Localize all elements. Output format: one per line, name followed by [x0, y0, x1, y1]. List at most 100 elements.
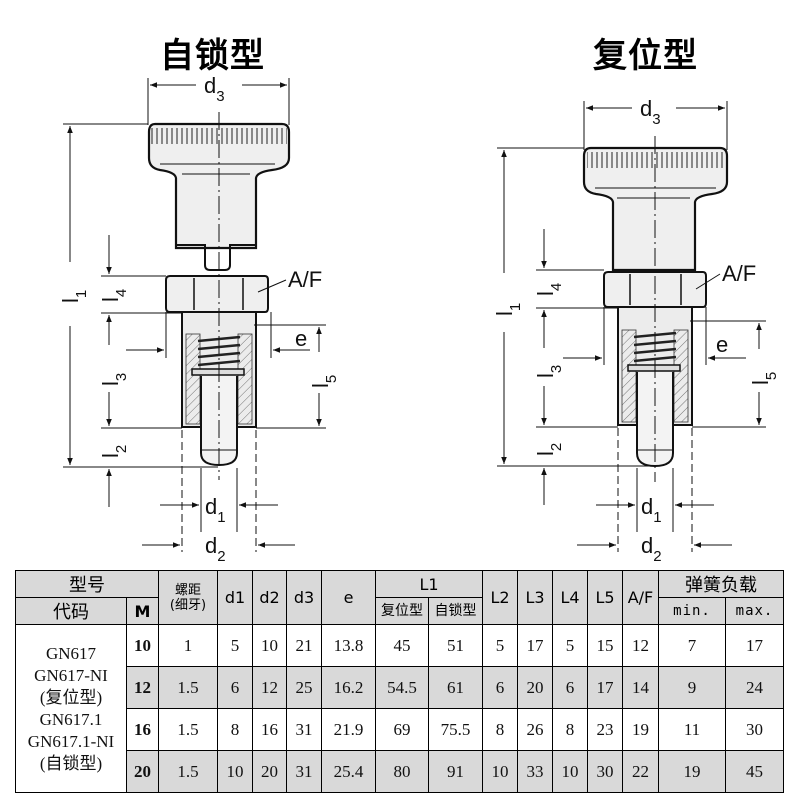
header-pitch: 螺距(细牙) [158, 570, 218, 625]
svg-text:l5: l5 [748, 372, 780, 385]
cell-min: 7 [658, 624, 726, 667]
cell-l2: 8 [482, 708, 518, 751]
cell-l3: 33 [517, 750, 553, 793]
table-row: GN617 GN617-NI (复位型) GN617.1 GN617.1-NI … [15, 624, 784, 793]
cell-min: 9 [658, 666, 726, 709]
cell-m: 20 [126, 750, 159, 793]
svg-text:l2: l2 [98, 445, 130, 458]
cell-e: 21.9 [321, 708, 376, 751]
cell-max: 24 [725, 666, 784, 709]
svg-text:l4: l4 [98, 289, 130, 302]
cell-l4: 10 [552, 750, 588, 793]
cell-max: 17 [725, 624, 784, 667]
cell-e: 25.4 [321, 750, 376, 793]
cell-l5: 15 [587, 624, 623, 667]
header-l1-lock: 自锁型 [428, 597, 483, 625]
svg-text:A/F: A/F [722, 261, 756, 286]
cell-l3: 17 [517, 624, 553, 667]
cell-pitch: 1.5 [158, 708, 218, 751]
cell-d2: 12 [252, 666, 287, 709]
svg-text:A/F: A/F [288, 267, 322, 292]
spec-table: 型号 螺距(细牙) d1 d2 d3 e L1 L2 L3 L4 L5 A/F … [15, 570, 784, 793]
cell-d1: 5 [217, 624, 253, 667]
cell-pitch: 1.5 [158, 750, 218, 793]
cell-d3: 21 [286, 624, 322, 667]
header-d3: d3 [286, 570, 322, 625]
svg-text:d1: d1 [205, 494, 226, 526]
svg-text:d2: d2 [205, 533, 226, 565]
cell-af: 12 [622, 624, 659, 667]
cell-d3: 31 [286, 750, 322, 793]
table-row: 20 1.5 10 20 31 25.4 80 91 10 33 10 30 2… [16, 750, 784, 793]
svg-text:d3: d3 [640, 96, 661, 128]
svg-text:l3: l3 [533, 365, 565, 378]
cell-l5: 17 [587, 666, 623, 709]
cell-af: 14 [622, 666, 659, 709]
cell-af: 19 [622, 708, 659, 751]
cell-l2: 10 [482, 750, 518, 793]
cell-d2: 10 [252, 624, 287, 667]
model-codes: GN617 GN617-NI (复位型) GN617.1 GN617.1-NI … [15, 624, 127, 793]
header-d2: d2 [252, 570, 287, 625]
cell-l2: 6 [482, 666, 518, 709]
svg-text:l4: l4 [533, 283, 565, 296]
svg-text:l3: l3 [98, 373, 130, 386]
cell-l2: 5 [482, 624, 518, 667]
cell-l1-lock: 75.5 [428, 708, 483, 751]
svg-text:e: e [716, 332, 728, 357]
cell-pitch: 1.5 [158, 666, 218, 709]
cell-d3: 31 [286, 708, 322, 751]
svg-text:l2: l2 [533, 443, 565, 456]
cell-d1: 8 [217, 708, 253, 751]
svg-text:l1: l1 [492, 303, 524, 316]
table-row: 16 1.5 8 16 31 21.9 69 75.5 8 26 8 23 19… [16, 708, 784, 751]
cell-m: 10 [126, 624, 159, 667]
cell-pitch: 1 [158, 624, 218, 667]
header-l5: L5 [587, 570, 623, 625]
cell-l4: 8 [552, 708, 588, 751]
cell-af: 22 [622, 750, 659, 793]
header-l2: L2 [482, 570, 518, 625]
cell-l1-lock: 51 [428, 624, 483, 667]
cell-l5: 30 [587, 750, 623, 793]
cell-l4: 5 [552, 624, 588, 667]
svg-text:l5: l5 [308, 375, 340, 388]
title-self-locking: 自锁型 [160, 36, 265, 76]
header-l3: L3 [517, 570, 553, 625]
cell-l1-reset: 80 [375, 750, 429, 793]
header-l4: L4 [552, 570, 588, 625]
cell-d1: 10 [217, 750, 253, 793]
technical-drawings: d3 A/F l1 l4 [58, 73, 780, 565]
header-m: M [126, 597, 159, 625]
cell-min: 19 [658, 750, 726, 793]
header-d1: d1 [217, 570, 253, 625]
svg-text:d2: d2 [641, 533, 662, 565]
svg-text:e: e [295, 326, 307, 351]
cell-l4: 6 [552, 666, 588, 709]
plunger-drawing-reset: d3 A/F l1 l4 [492, 96, 780, 565]
cell-d2: 20 [252, 750, 287, 793]
header-code: 代码 [15, 597, 127, 625]
title-reset: 复位型 [593, 36, 698, 76]
cell-l1-lock: 91 [428, 750, 483, 793]
cell-min: 11 [658, 708, 726, 751]
cell-d1: 6 [217, 666, 253, 709]
svg-text:d1: d1 [641, 494, 662, 526]
cell-l3: 26 [517, 708, 553, 751]
header-l1-reset: 复位型 [375, 597, 429, 625]
header-model: 型号 [15, 570, 159, 598]
header-min: min. [658, 597, 726, 625]
cell-l1-lock: 61 [428, 666, 483, 709]
header-af: A/F [622, 570, 659, 625]
cell-l5: 23 [587, 708, 623, 751]
cell-max: 30 [725, 708, 784, 751]
cell-max: 45 [725, 750, 784, 793]
cell-l1-reset: 54.5 [375, 666, 429, 709]
svg-text:d3: d3 [204, 73, 225, 105]
header-e: e [321, 570, 376, 625]
header-spring-load: 弹簧负载 [658, 570, 784, 598]
cell-l1-reset: 69 [375, 708, 429, 751]
cell-l1-reset: 45 [375, 624, 429, 667]
cell-e: 13.8 [321, 624, 376, 667]
svg-text:l1: l1 [58, 290, 90, 303]
